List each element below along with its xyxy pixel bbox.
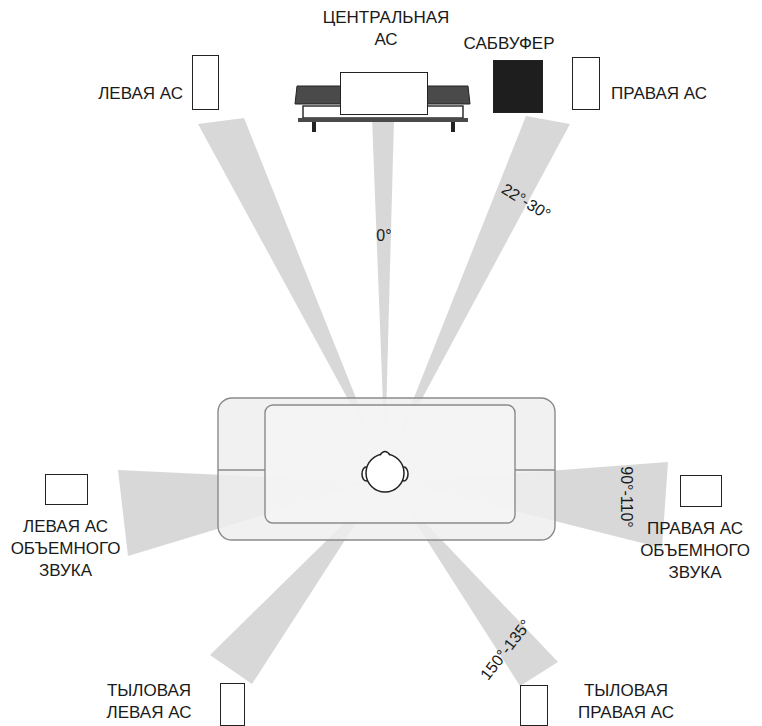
surround-left-speaker: ЛЕВАЯ АС ОБЪЕМНОГО ЗВУКА — [45, 474, 88, 505]
sofa-frame — [218, 398, 555, 540]
rear-left-speaker: ТЫЛОВАЯ ЛЕВАЯ АС — [220, 683, 245, 726]
head — [366, 454, 404, 492]
angle-label: 0° — [376, 227, 391, 245]
listener-head — [362, 452, 408, 493]
stand-leg-left — [312, 122, 316, 132]
speaker-label: ЛЕВАЯ АС — [41, 83, 183, 105]
front-left-speaker: ЛЕВАЯ АС — [192, 55, 219, 110]
sofa-seat — [265, 405, 515, 523]
surround-right-speaker: ПРАВАЯ АС ОБЪЕМНОГО ЗВУКА — [680, 475, 722, 507]
speaker-label: ТЫЛОВАЯ ПРАВАЯ АС — [562, 680, 690, 724]
center-speaker: ЦЕНТРАЛЬНАЯ АС — [340, 72, 428, 115]
subwoofer: САБВУФЕР — [493, 60, 543, 113]
rear-right-speaker: ТЫЛОВАЯ ПРАВАЯ АС — [520, 685, 548, 726]
speaker-label: ЛЕВАЯ АС ОБЪЕМНОГО ЗВУКА — [3, 516, 128, 582]
stand-base — [298, 118, 468, 122]
speaker-label: САБВУФЕР — [444, 33, 574, 55]
sofa-arm-right — [515, 469, 555, 470]
nose — [380, 452, 390, 456]
speaker-label: ЦЕНТРАЛЬНАЯ АС — [316, 7, 456, 51]
speaker-label: ПРАВАЯ АС — [611, 83, 756, 105]
front-right-speaker: ПРАВАЯ АС — [572, 57, 600, 110]
angle-label: 90°-110° — [617, 466, 635, 527]
sofa — [218, 398, 555, 540]
angle-label: 150°-135° — [477, 616, 535, 683]
stand-leg-right — [451, 122, 455, 132]
speaker-label: ТЫЛОВАЯ ЛЕВАЯ АС — [88, 680, 210, 724]
sound-beams — [118, 116, 668, 686]
sofa-arm-left — [218, 469, 265, 470]
angle-label: 22°-30° — [498, 180, 553, 224]
speaker-label: ПРАВАЯ АС ОБЪЕМНОГО ЗВУКА — [631, 518, 759, 584]
